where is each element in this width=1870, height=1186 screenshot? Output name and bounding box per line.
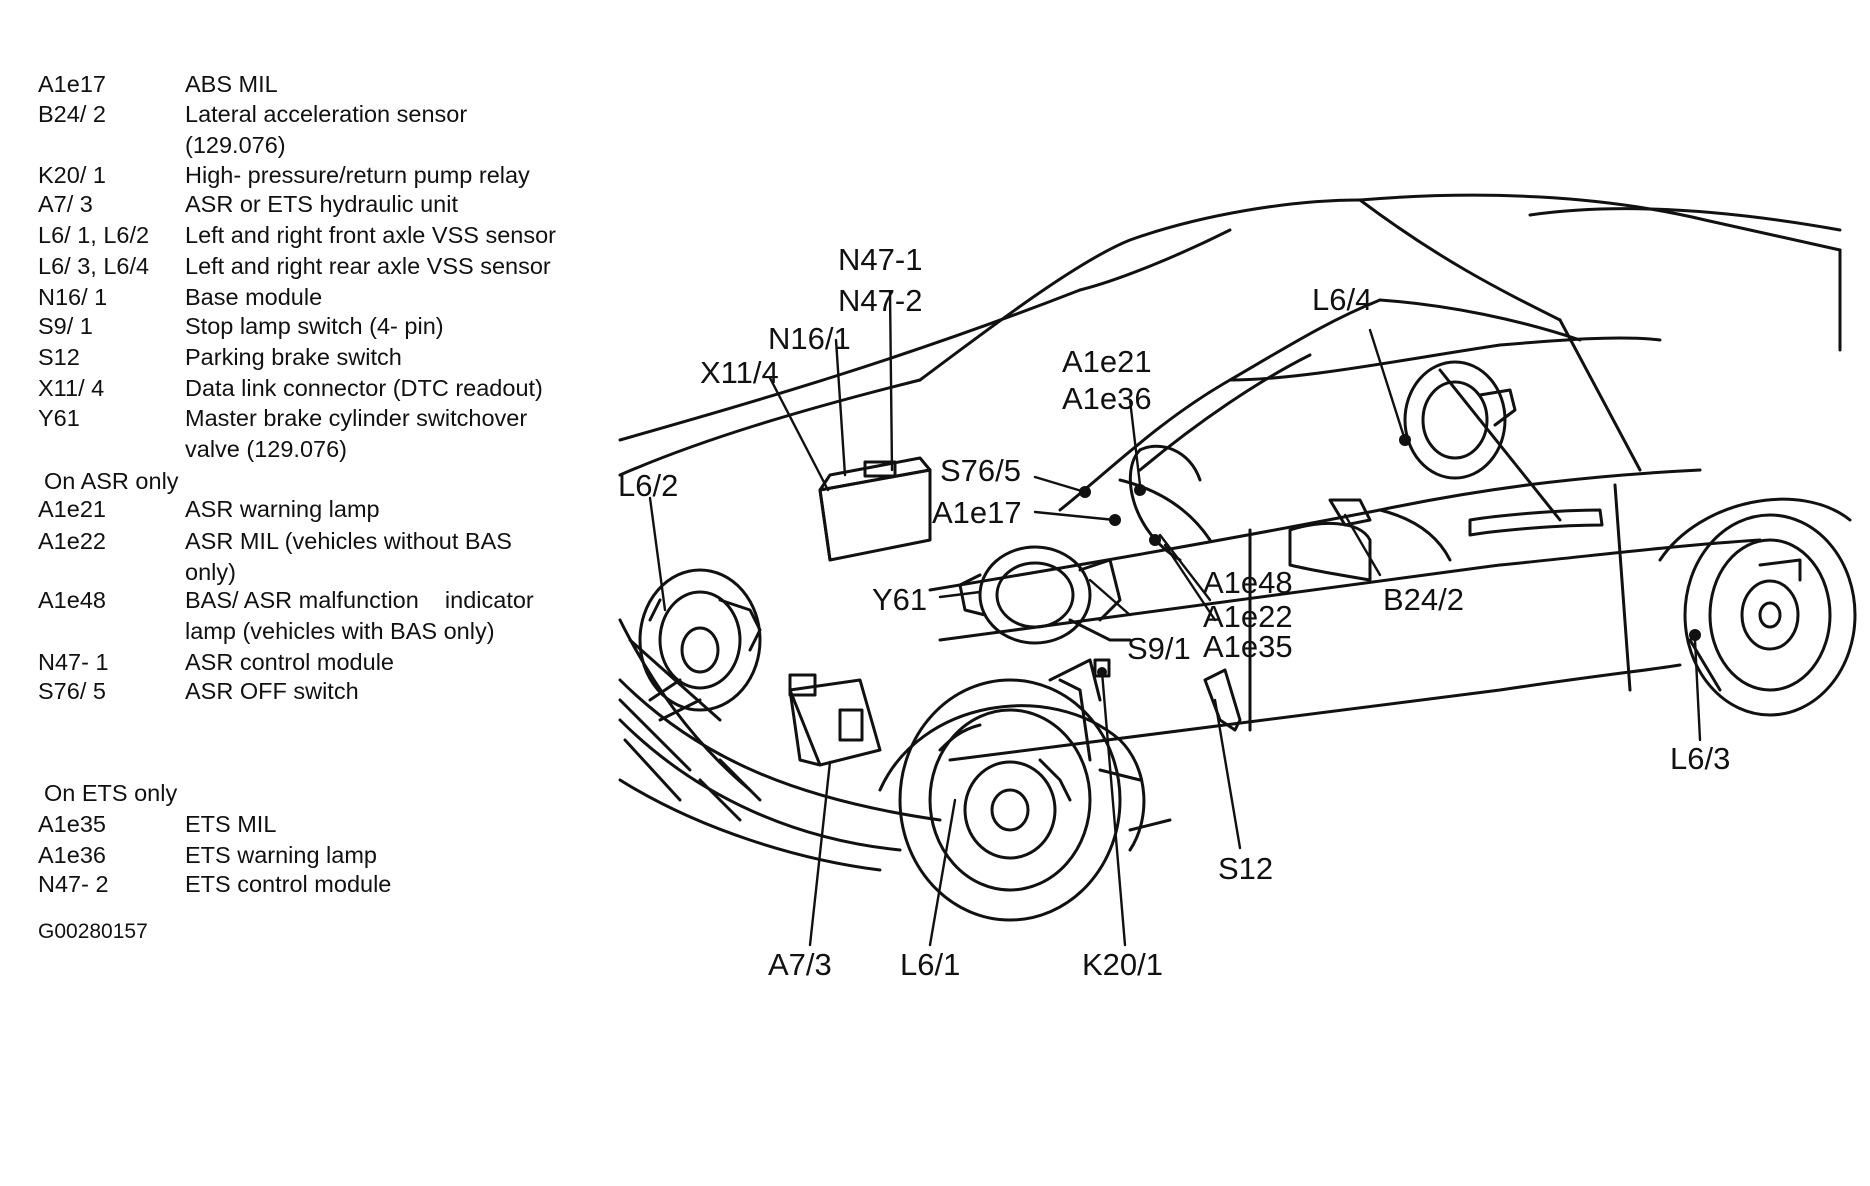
front-right-brake-disc	[638, 568, 762, 712]
hydraulic-unit	[788, 673, 882, 767]
callout-l6-2: L6/2	[618, 468, 679, 503]
lateral-accel-sensor	[1328, 498, 1372, 527]
legend-code: S9/ 1	[38, 313, 93, 339]
legend-code: A1e21	[38, 496, 106, 522]
callout-a1e22: A1e22	[1203, 599, 1293, 634]
callout-l6-1: L6/1	[900, 947, 961, 982]
front-left-wheel	[898, 678, 1122, 922]
steering-wheel	[1118, 444, 1212, 562]
legend-desc: ASR warning lamp	[185, 496, 380, 522]
legend-code: N16/ 1	[38, 284, 108, 310]
callout-n47-1: N47-1	[838, 242, 923, 277]
callout-x11-4: X11/4	[700, 355, 779, 390]
callout-a1e36: A1e36	[1062, 381, 1152, 416]
callout-l6-4: L6/4	[1312, 282, 1373, 317]
legend-desc: ASR control module	[185, 649, 394, 675]
legend-desc: Parking brake switch	[185, 344, 402, 370]
legend-code: A1e48	[38, 587, 106, 613]
legend-desc: Base module	[185, 284, 323, 310]
callout-leader-lines	[648, 290, 1702, 947]
legend-code: A1e17	[38, 71, 106, 97]
legend-code: L6/ 3, L6/4	[38, 253, 150, 279]
ets-section-heading: On ETS only	[44, 780, 178, 806]
legend-code: A1e22	[38, 528, 106, 554]
connection-points	[1079, 434, 1701, 677]
callout-a1e48: A1e48	[1203, 565, 1293, 600]
legend-desc: ETS warning lamp	[185, 842, 377, 868]
callout-n16-1: N16/1	[768, 321, 851, 356]
parking-brake-switch	[1203, 668, 1242, 732]
legend-desc-cont: (129.076)	[185, 132, 286, 158]
legend-desc: ETS MIL	[185, 811, 277, 837]
legend-desc: ETS control module	[185, 871, 392, 897]
asr-section-heading: On ASR only	[44, 468, 179, 494]
callout-k20-1: K20/1	[1082, 947, 1164, 982]
callout-a1e21: A1e21	[1062, 344, 1152, 379]
callout-b24-2: B24/2	[1383, 582, 1465, 617]
legend-desc: Data link connector (DTC readout)	[185, 375, 543, 401]
car-body	[618, 193, 1852, 872]
legend-desc-cont: lamp (vehicles with BAS only)	[185, 618, 495, 644]
legend-desc: Lateral acceleration sensor	[185, 101, 468, 127]
control-module-box	[818, 456, 932, 562]
rear-right-wheel	[1683, 513, 1857, 717]
callout-a1e35: A1e35	[1203, 629, 1293, 664]
legend-code: B24/ 2	[38, 101, 106, 127]
legend-desc: High- pressure/return pump relay	[185, 162, 530, 188]
legend-code: N47- 1	[38, 649, 109, 675]
legend-code: S76/ 5	[38, 678, 106, 704]
legend-desc: ASR or ETS hydraulic unit	[185, 191, 458, 217]
legend-desc: Master brake cylinder switchover	[185, 405, 528, 431]
legend-desc: Left and right rear axle VSS sensor	[185, 253, 551, 279]
legend-desc: Left and right front axle VSS sensor	[185, 222, 556, 248]
legend-code: S12	[38, 344, 80, 370]
legend-code: Y61	[38, 405, 80, 431]
legend-desc-cont: valve (129.076)	[185, 436, 347, 462]
legend-desc: BAS/ ASR malfunction indicator	[185, 587, 534, 613]
legend-code: A1e36	[38, 842, 106, 868]
legend-desc: Stop lamp switch (4- pin)	[185, 313, 444, 339]
rear-left-wheel	[1403, 360, 1517, 480]
component-legend: A1e17 ABS MIL B24/ 2 Lateral acceleratio…	[0, 0, 620, 1181]
legend-code: A7/ 3	[38, 191, 93, 217]
callout-a7-3: A7/3	[768, 947, 832, 982]
callout-s76-5: S76/5	[940, 453, 1022, 488]
legend-code: N47- 2	[38, 871, 109, 897]
legend-code: X11/ 4	[38, 375, 105, 401]
callout-n47-2: N47-2	[838, 283, 923, 318]
legend-desc: ASR OFF switch	[185, 678, 359, 704]
legend-desc: ASR MIL (vehicles without BAS	[185, 528, 512, 554]
legend-desc-cont: only)	[185, 559, 236, 585]
callout-y61: Y61	[872, 582, 928, 617]
callout-l6-3: L6/3	[1670, 741, 1731, 776]
brake-booster	[958, 545, 1132, 645]
callout-a1e17: A1e17	[932, 495, 1022, 530]
legend-desc: ABS MIL	[185, 71, 278, 97]
callout-s12: S12	[1218, 851, 1274, 886]
legend-code: L6/ 1, L6/2	[38, 222, 150, 248]
legend-code: A1e35	[38, 811, 106, 837]
figure-id: G00280157	[38, 920, 148, 943]
callout-s9-1: S9/1	[1127, 631, 1191, 666]
legend-code: K20/ 1	[38, 162, 106, 188]
